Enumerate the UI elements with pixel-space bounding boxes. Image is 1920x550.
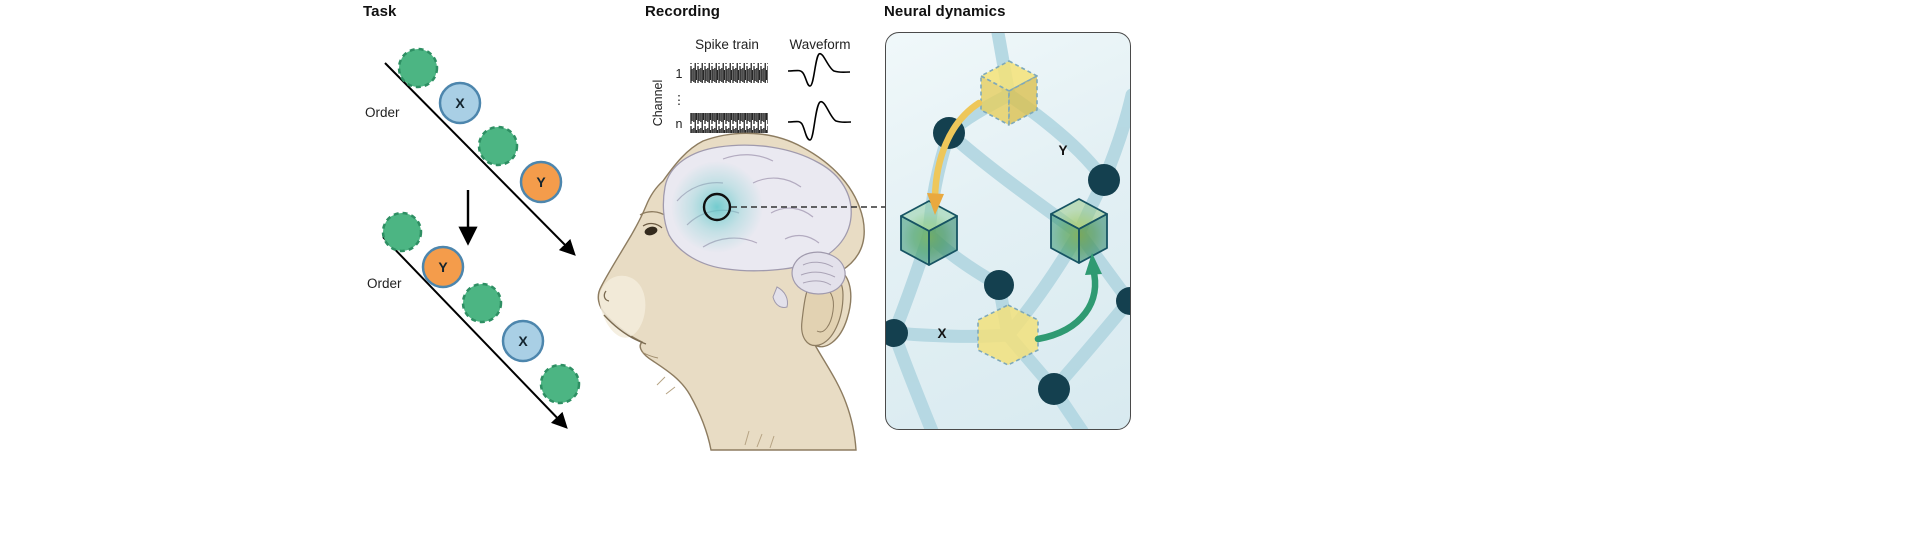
sequence-item-distractor bbox=[539, 363, 581, 405]
monkey-chin-crease bbox=[641, 351, 659, 359]
monkey-eyelid-line bbox=[642, 222, 663, 229]
neural-dynamics-panel-title: Neural dynamics bbox=[884, 3, 1006, 20]
waveform-label: Waveform bbox=[789, 37, 850, 52]
network-node bbox=[984, 270, 1014, 300]
state-cube-x-latent bbox=[977, 304, 1039, 366]
spike-train-channel-1 bbox=[690, 63, 768, 83]
channel-last-label: n bbox=[676, 117, 683, 131]
network-node bbox=[1038, 373, 1070, 405]
neural-dynamics-network: Y X bbox=[886, 33, 1130, 429]
sequence-item-y-label: Y bbox=[438, 259, 448, 275]
task-panel: X Y Order Y X Order bbox=[365, 47, 581, 429]
sequence-item-y-label: Y bbox=[536, 174, 546, 190]
sequence-item-distractor bbox=[397, 47, 439, 89]
spike-train-channel-n bbox=[690, 113, 768, 133]
sequence-item-x bbox=[438, 81, 482, 125]
network-node bbox=[886, 319, 908, 347]
sequence-item-distractor bbox=[381, 211, 423, 253]
monkey-eye bbox=[644, 226, 658, 236]
waveform-channel-1 bbox=[787, 52, 851, 87]
monkey-head-illustration bbox=[597, 132, 865, 451]
recording-site-highlight bbox=[671, 161, 763, 253]
network-node bbox=[1116, 287, 1130, 315]
transition-arrow-y bbox=[931, 99, 983, 201]
sequence-item-distractor bbox=[461, 282, 503, 324]
sequence-2: Y X bbox=[381, 211, 581, 405]
monkey-fur-strokes bbox=[656, 376, 775, 449]
monkey-brainstem bbox=[772, 286, 788, 308]
spike-train-label: Spike train bbox=[695, 37, 759, 52]
sequence-item-y bbox=[519, 160, 563, 204]
state-cube-active-right bbox=[1050, 198, 1108, 264]
sequence-item-y bbox=[421, 245, 465, 289]
sequence-2-order-arrow bbox=[382, 236, 568, 429]
channel-axis-label: Channel bbox=[651, 80, 665, 127]
transition-arrow-x bbox=[1034, 265, 1099, 343]
state-cube-y-latent bbox=[980, 60, 1038, 126]
channel-first-label: 1 bbox=[676, 67, 683, 81]
task-panel-title: Task bbox=[363, 3, 397, 20]
sequence-1-order-arrow bbox=[384, 62, 576, 256]
monkey-cerebellum bbox=[791, 251, 846, 295]
recording-panel-title: Recording bbox=[645, 3, 721, 20]
sequence-item-x bbox=[501, 319, 545, 363]
transition-arrow-y-head bbox=[927, 193, 944, 215]
channel-ellipsis: ⋮ bbox=[673, 93, 686, 107]
sequence-item-x-label: X bbox=[518, 333, 528, 349]
monkey-nostril bbox=[603, 290, 610, 302]
waveform-channel-n bbox=[787, 101, 852, 141]
order-label-2: Order bbox=[367, 276, 402, 291]
state-y-label: Y bbox=[1058, 143, 1067, 158]
neural-dynamics-panel: Y X bbox=[885, 32, 1131, 430]
monkey-muzzle bbox=[599, 275, 646, 338]
order-label-1: Order bbox=[365, 105, 400, 120]
sequence-item-distractor bbox=[477, 125, 519, 167]
transition-arrow-x-head bbox=[1085, 253, 1102, 275]
network-node bbox=[1088, 164, 1120, 196]
cerebellum-striations bbox=[800, 261, 836, 286]
state-x-label: X bbox=[937, 326, 946, 341]
recording-site-circle bbox=[702, 192, 732, 222]
sequence-item-x-label: X bbox=[455, 95, 465, 111]
state-cube-active-left bbox=[900, 200, 958, 266]
recording-panel: Spike train Waveform Channel 1 ⋮ n bbox=[597, 37, 889, 451]
sequence-1: X Y bbox=[397, 47, 563, 204]
monkey-mouth-line bbox=[603, 314, 647, 345]
